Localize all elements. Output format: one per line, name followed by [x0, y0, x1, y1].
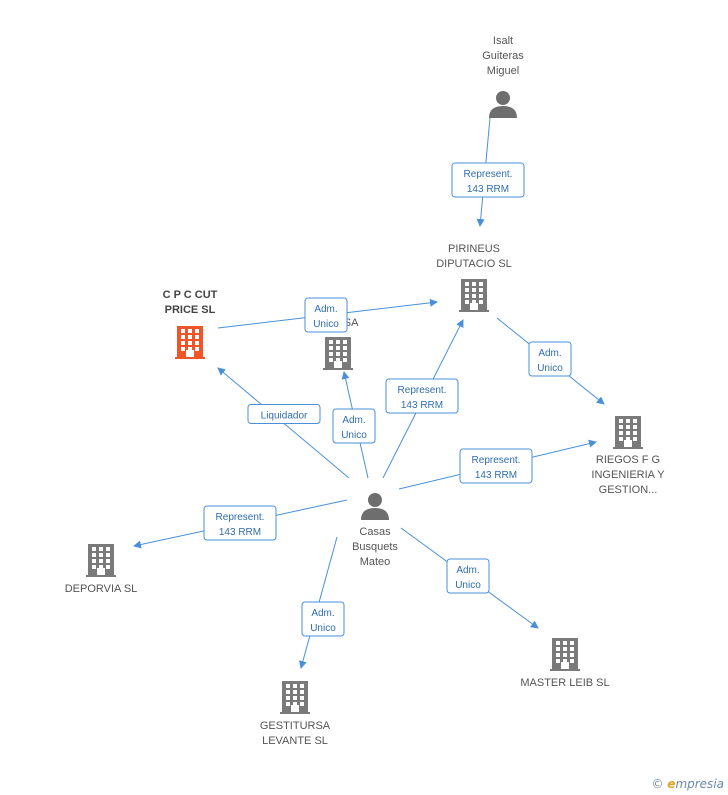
node-label: DIPUTACIO SL: [436, 258, 512, 270]
edge-label-box: [446, 558, 490, 594]
node-label: Guiteras: [482, 50, 524, 62]
node-cpc[interactable]: C P C CUT PRICE SL: [163, 289, 218, 359]
node-label: GESTITURSA: [260, 720, 331, 732]
edge-label-pirineus-riegos[interactable]: Adm. Unico: [528, 341, 572, 377]
edge-label-casas-gestitursa[interactable]: Adm. Unico: [301, 601, 345, 637]
node-label: PRICE SL: [165, 304, 216, 316]
node-label: Busquets: [352, 541, 398, 553]
edge-label-text: Adm.: [538, 348, 561, 359]
node-label: Miguel: [487, 65, 519, 77]
building-icon: [613, 416, 643, 449]
building-icon: [550, 638, 580, 671]
person-icon: [361, 493, 389, 520]
edge-label-text: Adm.: [314, 304, 337, 315]
edge-label-casas-cpc[interactable]: Liquidador: [247, 404, 321, 424]
edge-label-text: Represent.: [472, 455, 521, 466]
edge-label-cpc-pirineus[interactable]: Adm. Unico: [304, 297, 348, 333]
edge-label-text: Represent.: [216, 512, 265, 523]
brand-initial: e: [667, 777, 676, 791]
node-label: MASTER LEIB SL: [520, 677, 609, 689]
edge-label-text: Unico: [341, 430, 367, 441]
edge-label-text: Represent.: [464, 169, 513, 180]
edge-label-text: Adm.: [311, 608, 334, 619]
node-masterleib[interactable]: MASTER LEIB SL: [520, 638, 610, 689]
building-highlight-icon: [175, 326, 205, 359]
node-label: PIRINEUS: [448, 243, 500, 255]
building-icon: [323, 337, 353, 370]
edge-label-text: Represent.: [398, 385, 447, 396]
brand-name: mpresia: [675, 777, 724, 791]
node-label: GESTION...: [599, 484, 658, 496]
edge-label-text: 143 RRM: [467, 184, 509, 195]
node-label: DEPORVIA SL: [65, 583, 138, 595]
edge-label-text: Unico: [455, 580, 481, 591]
edge-label-text: 143 RRM: [401, 400, 443, 411]
building-icon: [280, 681, 310, 714]
edge-label-box: [451, 162, 525, 198]
edge-label-box: [332, 408, 376, 444]
node-label: Casas: [359, 526, 391, 538]
node-label: Isalt: [493, 35, 513, 47]
edge-label-casas-masterleib[interactable]: Adm. Unico: [446, 558, 490, 594]
edge-label-box: [203, 505, 277, 541]
node-deporvia[interactable]: DEPORVIA SL: [65, 544, 138, 595]
building-icon: [459, 279, 489, 312]
edge-label-text: Liquidador: [261, 411, 308, 422]
edge-label-casas-deporvia[interactable]: Represent. 143 RRM: [203, 505, 277, 541]
edge-label-box: [528, 341, 572, 377]
edge-label-text: Unico: [537, 363, 563, 374]
node-label: RIEGOS F G: [596, 454, 660, 466]
edge-label-text: 143 RRM: [475, 470, 517, 481]
building-icon: [86, 544, 116, 577]
edge-label-box: [247, 404, 321, 424]
node-pirineus[interactable]: PIRINEUS DIPUTACIO SL: [436, 243, 512, 312]
node-label: Mateo: [360, 556, 391, 568]
edge-label-isalt-pirineus[interactable]: Represent. 143 RRM: [451, 162, 525, 198]
edge-label-text: Adm.: [456, 565, 479, 576]
edge-label-box: [385, 378, 459, 414]
edge-label-text: Unico: [313, 319, 339, 330]
node-riegos[interactable]: RIEGOS F G INGENIERIA Y GESTION...: [591, 416, 665, 496]
edge-label-box: [459, 448, 533, 484]
edge-label-text: 143 RRM: [219, 527, 261, 538]
edge-label-text: Adm.: [342, 415, 365, 426]
edge-label-casas-riegos[interactable]: Represent. 143 RRM: [459, 448, 533, 484]
edge-label-box: [301, 601, 345, 637]
node-label: C P C CUT: [163, 289, 218, 301]
edge-label-casas-d4sa[interactable]: Adm. Unico: [332, 408, 376, 444]
copyright-symbol: ©: [651, 777, 664, 791]
node-label: INGENIERIA Y: [591, 469, 665, 481]
edge-label-casas-pirineus[interactable]: Represent. 143 RRM: [385, 378, 459, 414]
edge-label-text: Unico: [310, 623, 336, 634]
person-icon: [489, 91, 517, 118]
node-gestitursa[interactable]: GESTITURSA LEVANTE SL: [260, 681, 331, 747]
node-label: LEVANTE SL: [262, 735, 328, 747]
edge-label-box: [304, 297, 348, 333]
footer-brand: © empresia: [651, 777, 724, 791]
